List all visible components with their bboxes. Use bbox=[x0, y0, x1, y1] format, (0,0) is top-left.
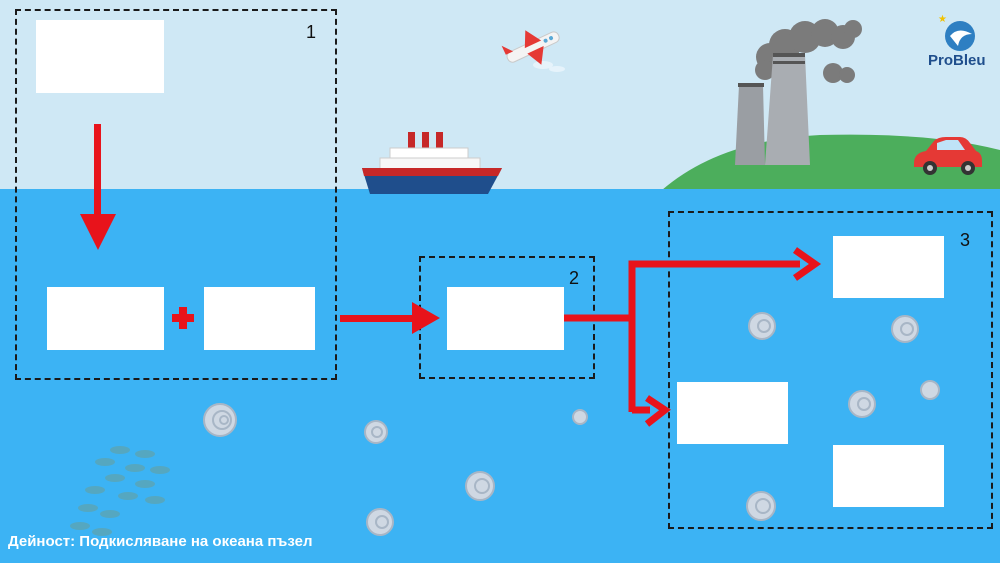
logo-text: ProBleu bbox=[928, 52, 986, 69]
blank-box-1c[interactable] bbox=[204, 287, 315, 350]
shell-icon bbox=[572, 409, 588, 425]
shell-icon bbox=[746, 491, 776, 521]
factory-icon bbox=[735, 19, 862, 165]
airplane-icon bbox=[501, 30, 565, 72]
step-label-3: 3 bbox=[960, 230, 971, 250]
step-label-2: 2 bbox=[569, 268, 580, 288]
step-label-1: 1 bbox=[306, 22, 317, 42]
shell-icon bbox=[465, 471, 495, 501]
fish-school-icon bbox=[70, 446, 170, 536]
blank-box-3a[interactable] bbox=[833, 236, 944, 298]
shell-icon bbox=[203, 403, 237, 437]
group-1 bbox=[15, 9, 337, 380]
logo-icon: ★ bbox=[938, 14, 975, 51]
ship-icon bbox=[362, 132, 502, 194]
blank-box-1a[interactable] bbox=[36, 20, 164, 93]
shell-icon bbox=[364, 420, 388, 444]
blank-box-2[interactable] bbox=[447, 287, 564, 350]
shell-icon bbox=[920, 380, 940, 400]
blank-box-3c[interactable] bbox=[833, 445, 944, 507]
shell-icon bbox=[366, 508, 394, 536]
footer-title: Дейност: Подкисляване на океана пъзел bbox=[8, 533, 313, 550]
car-icon bbox=[914, 137, 982, 175]
blank-box-1b[interactable] bbox=[47, 287, 164, 350]
svg-text:★: ★ bbox=[938, 14, 947, 25]
group-3 bbox=[668, 211, 993, 529]
shell-icon bbox=[891, 315, 919, 343]
blank-box-3b[interactable] bbox=[677, 382, 788, 444]
shell-icon bbox=[848, 390, 876, 418]
